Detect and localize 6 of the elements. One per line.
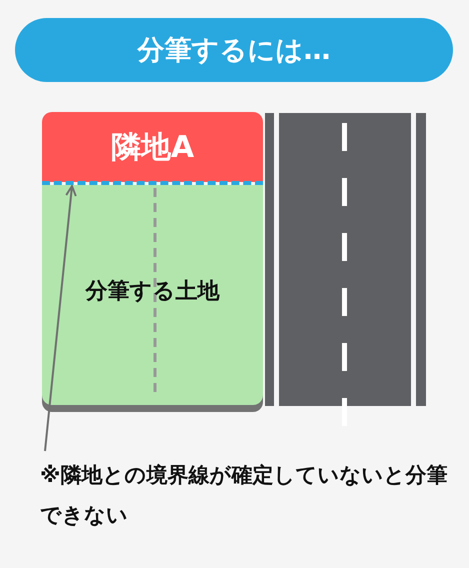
title-banner: 分筆するには… (15, 18, 453, 82)
note-text: ※隣地との境界線が確定していないと分筆できない (40, 455, 460, 535)
neighbor-lot: 隣地A (42, 112, 263, 182)
boundary-line (42, 181, 263, 185)
leader-line (44, 185, 77, 452)
land-lot: 分筆する土地 (42, 185, 263, 405)
